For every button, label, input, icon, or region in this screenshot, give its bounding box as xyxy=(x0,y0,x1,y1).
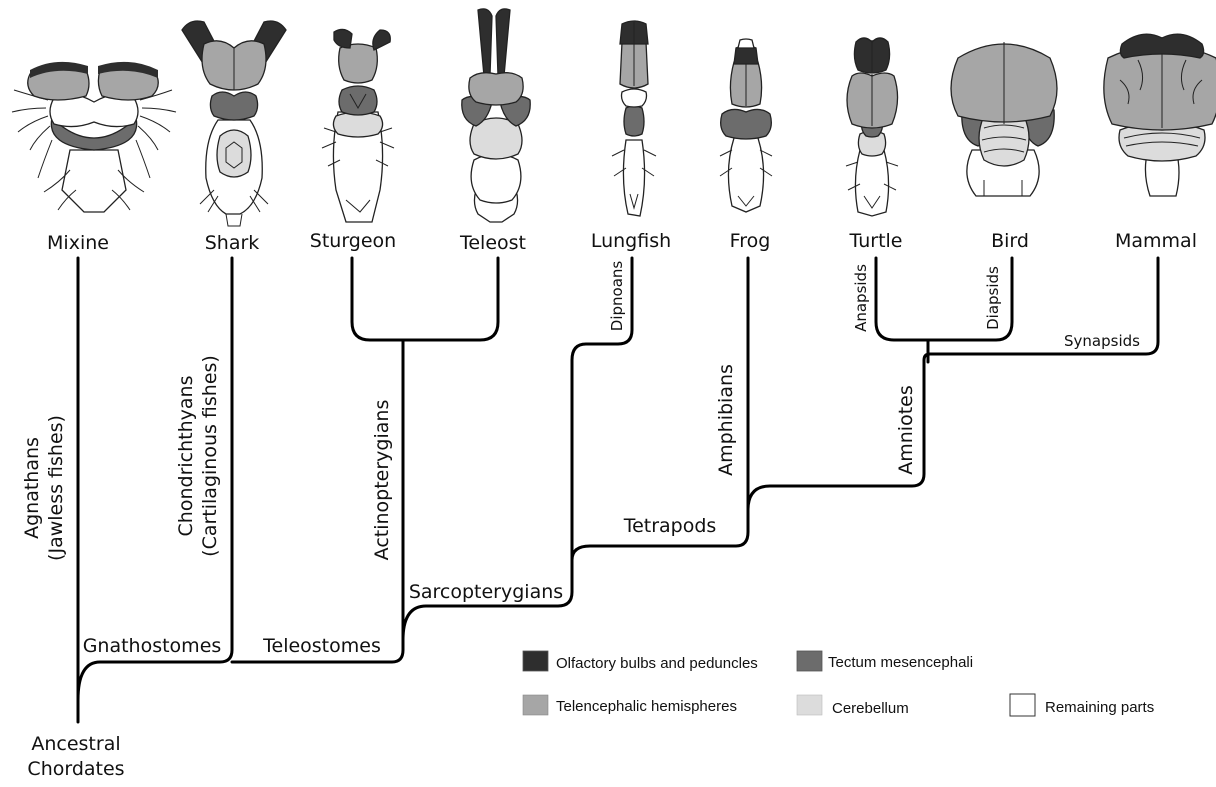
clade-label-teleostomes: Teleostomes xyxy=(262,635,381,657)
clade-label-tetrapods: Tetrapods xyxy=(623,515,717,537)
clade-label-sarcopterygians: Sarcopterygians xyxy=(409,581,563,603)
clade-label-chondrichthyans: Chondrichthyans xyxy=(175,376,197,537)
clade-label-actinopterygians: Actinopterygians xyxy=(371,400,393,561)
taxon-label-shark: Shark xyxy=(205,232,260,254)
branch-actinopterygians xyxy=(352,258,498,340)
clade-label-dipnoans: Dipnoans xyxy=(608,261,626,332)
legend-label-olfactory: Olfactory bulbs and peduncles xyxy=(556,655,758,672)
branch-amniotes xyxy=(748,258,1158,510)
brain-frog xyxy=(720,39,772,212)
taxon-label-teleost: Teleost xyxy=(459,232,526,254)
brain-bird xyxy=(951,42,1057,196)
root-label-line2: Chordates xyxy=(27,758,124,780)
legend-label-telencephalon: Telencephalic hemispheres xyxy=(556,698,737,715)
brain-shark xyxy=(182,21,286,226)
brain-mixine xyxy=(12,62,176,212)
taxon-label-mixine: Mixine xyxy=(47,232,109,254)
taxon-label-mammal: Mammal xyxy=(1115,230,1197,252)
brain-sturgeon xyxy=(322,29,394,222)
legend-label-tectum: Tectum mesencephali xyxy=(828,654,973,671)
brain-turtle xyxy=(846,38,898,216)
clade-label-amphibians: Amphibians xyxy=(715,364,737,476)
clade-label-agnathans-sub: (Jawless fishes) xyxy=(45,415,67,561)
taxon-label-turtle: Turtle xyxy=(849,230,903,252)
taxon-label-lungfish: Lungfish xyxy=(591,230,671,252)
taxon-label-sturgeon: Sturgeon xyxy=(310,230,396,252)
clade-label-chondrichthyans-sub: (Cartilaginous fishes) xyxy=(199,355,221,557)
legend-swatch-tectum xyxy=(797,651,822,671)
legend-swatch-remaining xyxy=(1010,694,1035,716)
clade-label-synapsids: Synapsids xyxy=(1064,332,1140,350)
root-label-line1: Ancestral xyxy=(31,733,120,755)
legend-swatch-telencephalon xyxy=(523,695,548,715)
clade-label-anapsids: Anapsids xyxy=(852,264,870,332)
legend-label-remaining: Remaining parts xyxy=(1045,699,1154,716)
brain-lungfish xyxy=(612,21,656,216)
legend-swatch-cerebellum xyxy=(797,695,822,715)
clade-label-agnathans: Agnathans xyxy=(21,437,43,539)
brain-teleost xyxy=(462,9,530,222)
taxon-label-bird: Bird xyxy=(991,230,1029,252)
clade-label-diapsids: Diapsids xyxy=(984,266,1002,330)
taxon-label-frog: Frog xyxy=(730,230,771,252)
legend-label-cerebellum: Cerebellum xyxy=(832,700,909,717)
clade-label-amniotes: Amniotes xyxy=(895,385,917,475)
legend: Olfactory bulbs and peduncles Tectum mes… xyxy=(523,651,1154,717)
legend-swatch-olfactory xyxy=(523,651,548,671)
clade-label-gnathostomes: Gnathostomes xyxy=(83,635,222,657)
brain-mammal xyxy=(1104,34,1216,196)
